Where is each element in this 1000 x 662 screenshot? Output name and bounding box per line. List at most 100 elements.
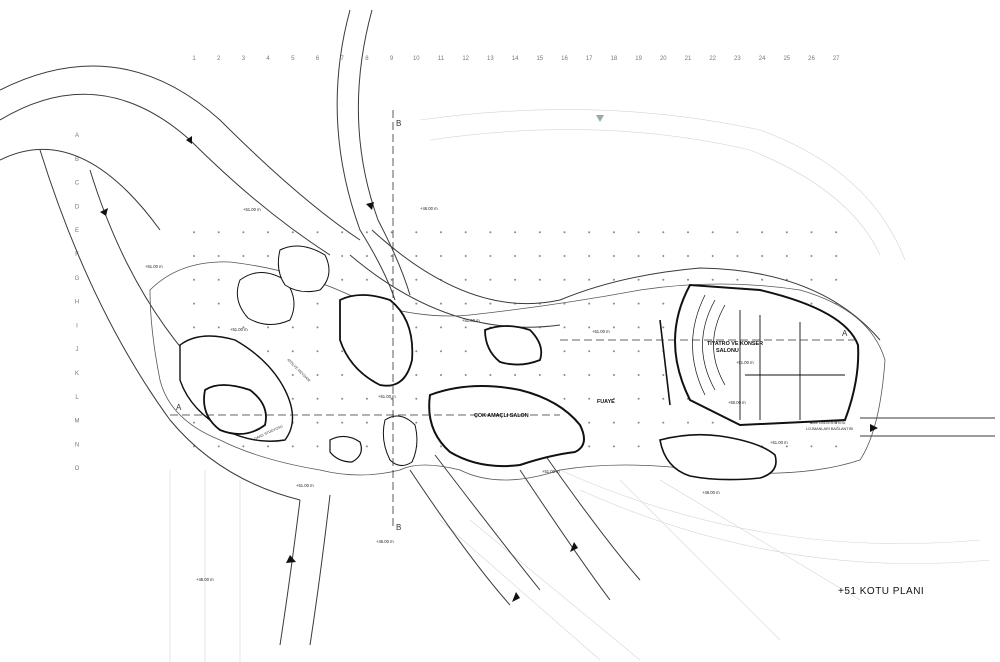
grid-dot <box>662 302 665 305</box>
grid-row-label: H <box>75 300 79 306</box>
grid-dot <box>711 231 714 234</box>
grid-dot <box>464 231 467 234</box>
grid-column-label: 19 <box>635 56 642 62</box>
grid-dot <box>637 326 640 329</box>
grid-dot <box>464 374 467 376</box>
plaza-outline <box>149 261 886 481</box>
grid-dot <box>612 421 615 424</box>
grid-dot <box>612 302 615 305</box>
grid-dot <box>588 302 591 305</box>
section-marker-b-top: B <box>396 119 401 128</box>
grid-dot <box>217 302 220 305</box>
grid-dot <box>687 255 689 257</box>
grid-dot <box>637 374 640 376</box>
grid-dot <box>415 231 418 234</box>
section-marker-a-left: A <box>176 403 182 412</box>
grid-dot <box>785 231 788 234</box>
level-label: +51.00 m <box>592 329 610 334</box>
grid-row-label: B <box>75 157 79 163</box>
grid-dot <box>341 231 344 234</box>
grid-dot <box>193 255 195 257</box>
grid-dot <box>415 302 418 305</box>
label-cok-amacli-salon: ÇOK AMAÇLI SALON <box>474 413 529 419</box>
grid-dot <box>711 255 714 257</box>
grid-column-label: 20 <box>660 56 667 62</box>
grid-dot <box>563 278 566 281</box>
grid-row-label: O <box>75 466 80 472</box>
grid-dot <box>761 255 764 257</box>
grid-dot <box>316 326 319 329</box>
grid-dot <box>365 397 368 400</box>
grid-dot <box>415 421 418 424</box>
grid-dot <box>662 374 665 376</box>
label-atolye-meydani: ATÖLYE MEYDANI <box>286 358 311 383</box>
site-context <box>169 109 991 662</box>
grid-dot <box>365 231 368 234</box>
theatre-building <box>659 283 860 427</box>
grid-column-label: 24 <box>759 56 766 62</box>
grid-dot <box>736 278 739 281</box>
grid-dot <box>662 397 665 400</box>
grid-dot <box>316 231 319 234</box>
grid-dot <box>637 278 640 281</box>
grid-dot <box>563 231 566 234</box>
grid-row-label: G <box>75 276 80 282</box>
grid-dot <box>291 374 294 376</box>
grid-dot <box>538 231 541 234</box>
grid-dot <box>612 445 615 448</box>
grid-dot <box>316 445 319 448</box>
grid-dot <box>637 397 640 400</box>
grid-dot <box>341 255 344 257</box>
grid-dot <box>464 350 467 353</box>
grid-dot <box>612 350 615 353</box>
level-annotations: +51.00 m +51.00 m +46.00 m +51.00 m +51.… <box>145 206 788 582</box>
building-pods <box>179 245 777 481</box>
grid-dot <box>637 302 640 305</box>
grid-dot <box>489 374 492 376</box>
grid-dot <box>563 374 566 376</box>
grid-dot <box>267 231 270 234</box>
grid-dot <box>612 278 615 281</box>
grid-dot <box>365 278 368 281</box>
grid-column-label: 8 <box>365 56 369 62</box>
section-markers: A A B B <box>176 119 848 532</box>
grid-dot <box>662 278 665 281</box>
grid-row-label: I <box>76 323 78 329</box>
grid-column-label: 12 <box>462 56 469 62</box>
grid-dot <box>489 278 492 281</box>
grid-column-label: 10 <box>413 56 420 62</box>
grid-dot <box>489 302 492 305</box>
grid-column-label: 25 <box>783 56 790 62</box>
grid-dot <box>588 278 591 281</box>
grid-dot <box>687 421 689 424</box>
grid-dot <box>662 255 665 257</box>
grid-row-label: M <box>75 419 80 425</box>
grid-dot <box>267 350 270 353</box>
grid-dot <box>612 231 615 234</box>
grid-dot <box>538 374 541 376</box>
grid-dot <box>637 421 640 424</box>
grid-dot <box>365 255 368 257</box>
grid-dot <box>464 255 467 257</box>
grid-dot <box>440 326 442 329</box>
grid-dot <box>736 231 739 234</box>
grid-row-label: D <box>75 204 80 210</box>
grid-column-label: 13 <box>487 56 494 62</box>
grid-dot <box>588 421 591 424</box>
grid-dot <box>612 374 615 376</box>
grid-dot <box>563 350 566 353</box>
grid-row-label: F <box>75 252 79 258</box>
grid-column-label: 15 <box>536 56 543 62</box>
grid-dot <box>711 421 714 424</box>
grid-dot <box>464 326 467 329</box>
grid-dot <box>267 326 270 329</box>
grid-dot <box>612 326 615 329</box>
level-label: +51.00 m <box>542 469 560 474</box>
road-label-lojman: LOJMANLARI BAĞLANTISI <box>806 426 853 431</box>
grid-dot <box>267 445 270 448</box>
grid-dot <box>563 397 566 400</box>
grid-row-label: E <box>75 228 79 234</box>
grid-dot <box>217 445 220 448</box>
